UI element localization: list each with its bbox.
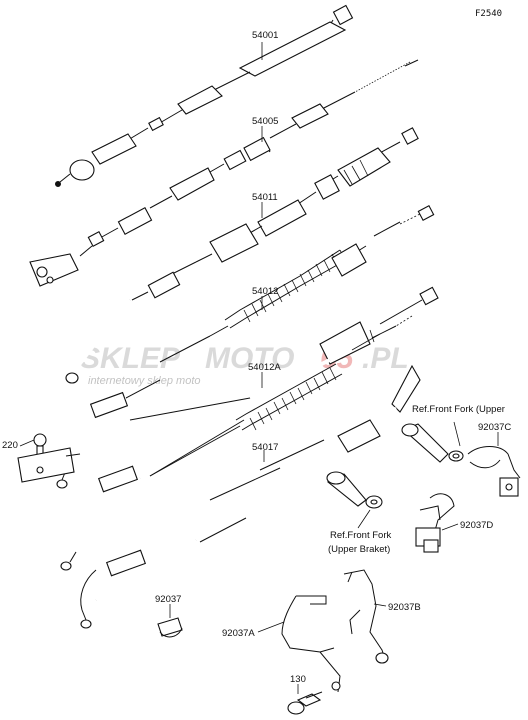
label-130: 130 — [290, 674, 306, 685]
ref-front-fork-upper-bolt — [401, 423, 464, 463]
watermark-tagline: internetowy sklep moto — [88, 375, 201, 387]
leader-lines — [19, 42, 499, 694]
part-92037B-bracket — [343, 569, 389, 664]
label-220: 220 — [2, 440, 18, 451]
part-220-bolt — [17, 433, 81, 483]
part-92037A-bracket — [281, 595, 341, 693]
label-92037B: 92037B — [388, 602, 421, 613]
label-ref-front-fork-upper: Ref.Front Fork (Upper — [412, 404, 505, 415]
figure-code: F2540 — [475, 9, 502, 19]
part-92037D-clamp — [415, 493, 455, 553]
part-54017-cable — [80, 364, 421, 629]
label-54017: 54017 — [252, 442, 278, 453]
ref-front-fork-bracket-bolt — [326, 471, 383, 509]
part-54001-speedometer-cable — [55, 4, 354, 187]
part-92037-clip — [157, 617, 183, 638]
label-92037A: 92037A — [222, 628, 255, 639]
label-54012A: 54012A — [248, 362, 281, 373]
label-92037: 92037 — [155, 594, 181, 605]
label-54011: 54011 — [252, 192, 278, 203]
part-54011-cable — [65, 127, 419, 384]
label-54012: 54012 — [252, 286, 278, 297]
watermark-brand-part1: SKLEP — [80, 342, 181, 375]
54012A-ribbed-section — [249, 367, 337, 431]
label-ref-front-fork: Ref.Front Fork — [330, 530, 391, 541]
part-54012A-cable — [60, 315, 413, 571]
watermark-brand-part2: MOTO — [205, 342, 294, 375]
part-54005-throttle-cable — [29, 59, 419, 287]
watermark: SKLEP MOTO 65 .PL internetowy sklep moto — [80, 342, 409, 387]
label-54001: 54001 — [252, 30, 278, 41]
watermark-brand-part4: .PL — [362, 342, 409, 375]
part-130-bolt — [287, 691, 323, 715]
label-upper-bracket: (Upper Braket) — [328, 544, 390, 555]
label-54005: 54005 — [252, 116, 278, 127]
part-92037C-clamp — [467, 446, 521, 497]
label-92037D: 92037D — [460, 520, 493, 531]
part-labels: 54001 54005 54011 54012 54012A 54017 220… — [2, 30, 511, 685]
label-92037C: 92037C — [478, 422, 511, 433]
